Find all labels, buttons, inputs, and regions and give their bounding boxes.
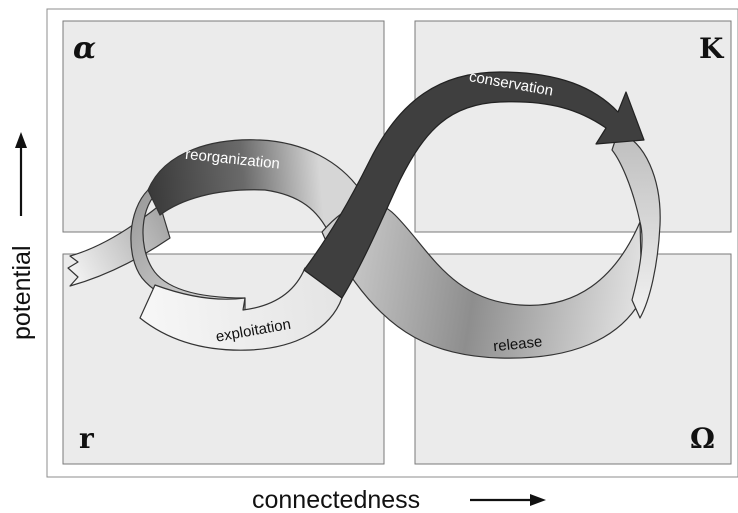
x-axis-arrow-icon	[530, 494, 546, 506]
ribbon-k-to-omega	[611, 131, 661, 319]
quadrant-omega-label: Ω	[690, 422, 715, 455]
y-axis-arrow-icon	[15, 132, 27, 148]
quadrant-k-label: K	[699, 32, 725, 65]
y-axis: potential	[8, 132, 36, 340]
phase-label-release: release	[492, 333, 543, 355]
x-axis: connectedness	[252, 486, 546, 513]
ribbon-entry-tail	[67, 204, 171, 287]
panel-bottom-left	[62, 253, 385, 465]
y-axis-label: potential	[8, 245, 36, 340]
x-axis-label: connectedness	[252, 486, 420, 513]
quadrant-r-label: r	[79, 422, 95, 455]
ribbon-conservation	[303, 71, 645, 299]
quadrant-alpha-label: α	[73, 31, 96, 66]
panel-top-right	[414, 20, 732, 233]
